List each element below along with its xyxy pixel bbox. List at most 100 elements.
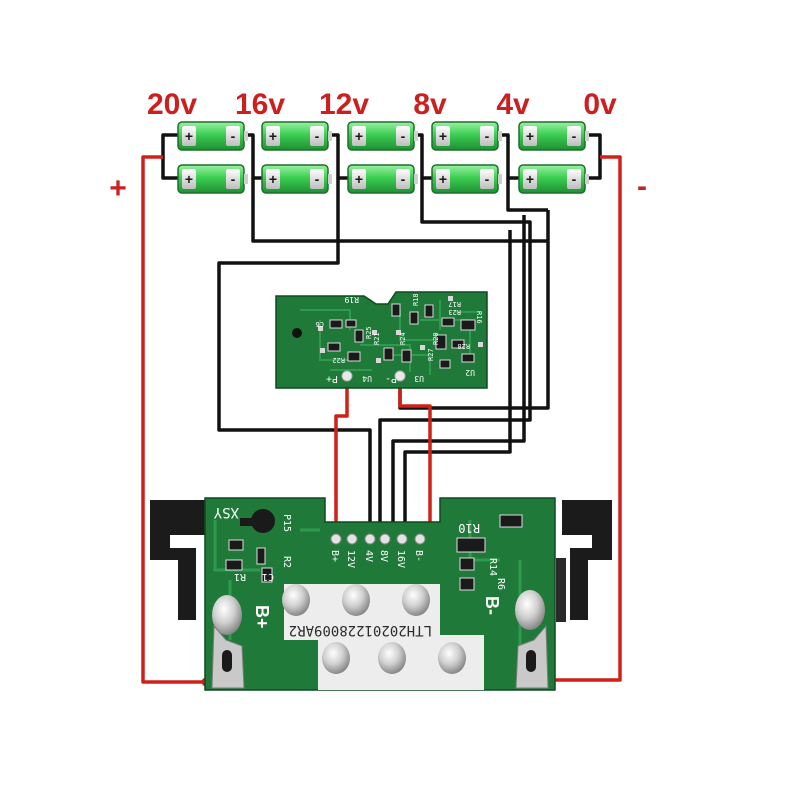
ref-r10: R10 [458,521,480,535]
ref-r21: R21 [373,332,381,345]
terminal-label-b-minus: B- [482,596,502,615]
main-board-components [225,509,523,591]
battery-minus-sign: - [231,128,236,144]
header-pin [330,533,342,545]
battery-plus-sign: + [185,128,193,144]
battery-plus-sign: + [439,171,447,187]
battery-joint-5 [498,133,519,180]
header-pin-label: 4V [363,550,374,562]
ref-r28: R28 [457,342,470,350]
mounting-hole [292,328,302,338]
battery-plus-sign: + [269,171,277,187]
voltage-label-16v: 16v [235,88,285,121]
voltage-label-12v: 12v [319,88,369,121]
ref-r16: R16 [475,311,483,324]
battery-cell: +- [261,164,332,194]
contact-pads [212,584,545,674]
black-wires [161,133,602,537]
ref-r22: R22 [332,356,345,364]
polarity-plus: + [109,172,127,205]
header-pin [414,533,426,545]
battery-cell: +- [177,121,248,151]
ref-r6: R6 [495,578,506,590]
tap-wire-16v-main [403,230,512,537]
battery-minus-sign: - [401,171,406,187]
solder-pad-p-plus [341,370,353,382]
right-clip-inner [556,558,566,622]
balance-board-silk: R19 R18 R17 R23 R16 R20 R25 R21 R24 R28 … [316,293,483,384]
battery-joint-left [161,133,178,180]
battery-plus-sign: + [439,128,447,144]
header-pin [346,533,358,545]
header-pin [364,533,376,545]
battery-pack: +-+-+-+-+-+-+-+-+-+- [177,121,589,194]
battery-plus-sign: + [526,128,534,144]
tap-wire-12v-to-p-plus [217,178,372,537]
terminal-slot-minus [526,650,536,672]
ref-r17: R17 [448,300,461,308]
smd-components [327,303,476,369]
battery-cell: +- [177,164,248,194]
header-pin-label: 8V [378,550,389,562]
left-clip [150,500,205,620]
ref-r23: R23 [448,308,461,316]
battery-minus-sign: - [572,171,577,187]
battery-cell: +- [347,121,418,151]
battery-joint-right [585,133,602,180]
p-plus-wire [334,378,349,537]
polarity-minus: - [637,170,647,203]
header-pin-label: 12V [345,550,356,568]
voltage-label-20v: 20v [147,88,197,121]
battery-minus-sign: - [315,171,320,187]
terminal-slot-plus [222,650,232,672]
battery-minus-sign: - [231,171,236,187]
main-positive-wire [141,155,206,684]
ref-c6: C6 [316,320,324,328]
header-pin-label: B+ [329,550,340,562]
battery-plus-sign: + [526,171,534,187]
red-wires [141,155,622,684]
voltage-label-8v: 8v [413,88,447,121]
ref-r18: R18 [412,293,420,306]
solder-pad-p-minus [394,370,406,382]
battery-minus-sign: - [401,128,406,144]
header-pin [396,533,408,545]
right-clip [562,500,612,620]
ref-r25: R25 [365,326,373,339]
battery-cell: +- [431,164,502,194]
voltage-label-4v: 4v [496,88,530,121]
battery-joint-4 [414,133,432,180]
ref-c1: C1 [262,571,274,582]
ref-u4: U4 [362,374,372,383]
battery-cell: +- [518,164,589,194]
battery-minus-sign: - [572,128,577,144]
battery-cell: +- [261,121,332,151]
battery-plus-sign: + [269,128,277,144]
battery-cell: +- [347,164,418,194]
battery-plus-sign: + [185,171,193,187]
ref-r1: R1 [234,571,246,582]
voltage-label-0v: 0v [583,88,617,121]
pin-label-p-plus: P+ [326,373,338,384]
battery-minus-sign: - [485,171,490,187]
terminal-label-b-plus: B+ [252,605,272,629]
smd-pads [318,296,483,363]
ref-u3: U3 [414,374,424,383]
ref-r24: R24 [399,332,407,345]
battery-plus-sign: + [355,128,363,144]
battery-plus-sign: + [355,171,363,187]
battery-cell: +- [431,121,502,151]
ref-xsy: XSY [213,504,239,520]
ref-r19: R19 [344,295,359,304]
board-part-number: LTH20201228009AR2 [289,622,432,638]
voltage-labels: 20v 16v 12v 8v 4v 0v [147,88,617,121]
pin-label-p-minus: P- [385,373,397,384]
header-pin-label: B- [413,550,424,562]
battery-cell: +- [518,121,589,151]
header-pin [379,533,391,545]
tap-wire-4v [506,178,548,212]
ref-p15: P15 [281,514,292,532]
